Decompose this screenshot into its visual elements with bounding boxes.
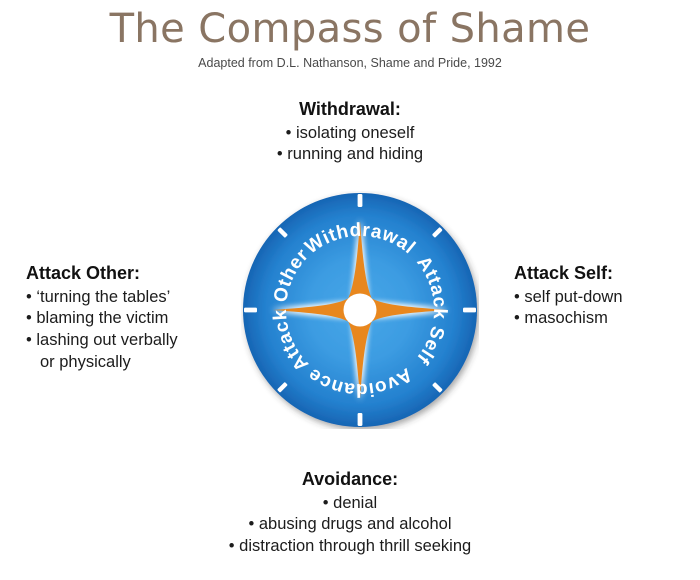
quadrant-heading-attack-self: Attack Self: <box>514 263 614 283</box>
compass-needle <box>273 221 447 399</box>
compass-hub <box>343 293 377 327</box>
list-item: masochism <box>514 308 623 330</box>
quadrant-block-withdrawal: Withdrawal: isolating oneself running an… <box>0 98 700 166</box>
list-item: distraction through thrill seeking <box>229 536 471 558</box>
list-item: ‘turning the tables’ <box>26 287 178 309</box>
quadrant-block-attack-self: Attack Self: self put-down masochism <box>514 262 623 330</box>
compass-diagram: Withdrawal Avoidance Attack Other Attack… <box>241 191 479 429</box>
list-item: abusing drugs and alcohol <box>248 514 452 536</box>
header: The Compass of Shame Adapted from D.L. N… <box>0 0 700 70</box>
quadrant-block-attack-other: Attack Other: ‘turning the tables’ blami… <box>26 262 178 374</box>
list-item: blaming the victim <box>26 308 178 330</box>
list-item-continuation: or physically <box>40 353 131 372</box>
quadrant-block-avoidance: Avoidance: denial abusing drugs and alco… <box>0 468 700 558</box>
quadrant-heading-withdrawal: Withdrawal: <box>299 99 401 119</box>
list-item: lashing out verbally <box>26 330 177 352</box>
list-item: isolating oneself <box>286 123 414 145</box>
quadrant-list-attack-self: self put-down masochism <box>514 287 623 331</box>
quadrant-list-withdrawal: isolating oneself running and hiding <box>0 123 700 167</box>
quadrant-heading-attack-other: Attack Other: <box>26 263 141 283</box>
list-item: denial <box>323 493 377 515</box>
list-item: self put-down <box>514 287 622 309</box>
page-title: The Compass of Shame <box>109 6 591 52</box>
quadrant-heading-avoidance: Avoidance: <box>301 469 399 489</box>
attribution-subtitle: Adapted from D.L. Nathanson, Shame and P… <box>198 56 502 70</box>
quadrant-list-attack-other: ‘turning the tables’ blaming the victim … <box>26 287 178 375</box>
quadrant-list-avoidance: denial abusing drugs and alcohol distrac… <box>0 493 700 559</box>
compass-tick-marks <box>244 194 476 426</box>
list-item: running and hiding <box>277 144 423 166</box>
